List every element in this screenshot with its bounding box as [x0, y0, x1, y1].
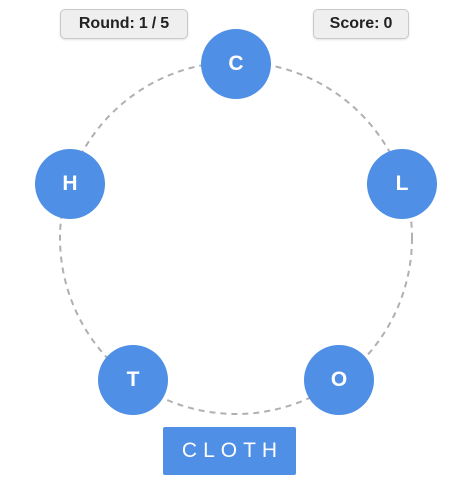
round-indicator: Round:1/5 [60, 9, 188, 39]
score-value: 0 [383, 15, 393, 32]
letter-tile-c[interactable]: C [201, 29, 271, 99]
round-total: 5 [160, 15, 170, 32]
round-current: 1 [138, 15, 148, 32]
round-label: Round: [78, 15, 135, 32]
letter-tile-h[interactable]: H [35, 149, 105, 219]
score-label: Score: [329, 15, 380, 32]
round-separator: / [151, 15, 157, 32]
current-word-display: CLOTH [163, 427, 296, 475]
score-indicator: Score:0 [313, 9, 409, 39]
letter-tile-t[interactable]: T [98, 345, 168, 415]
letter-tile-l[interactable]: L [367, 149, 437, 219]
letter-tile-o[interactable]: O [304, 345, 374, 415]
